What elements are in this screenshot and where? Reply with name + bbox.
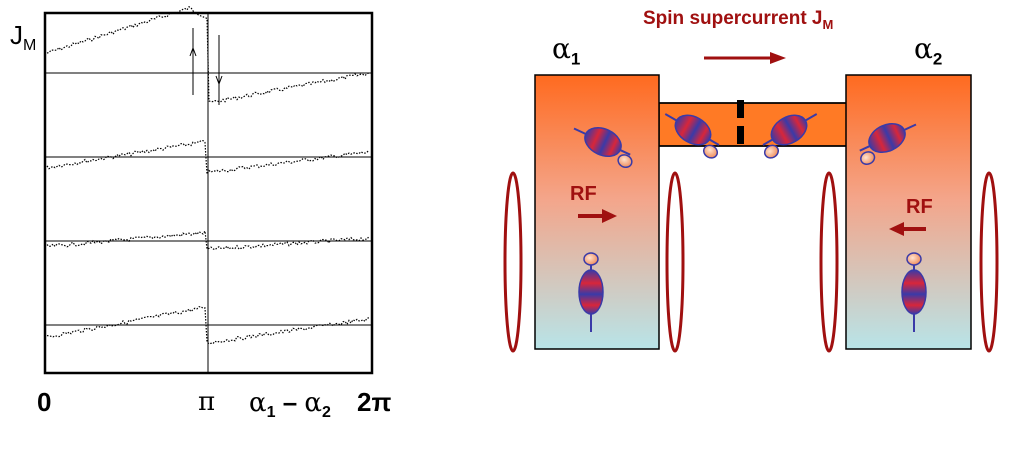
spin-left-pillar-bottom	[578, 252, 604, 332]
trace-1	[46, 6, 370, 103]
x-axis-label: α1 – α2	[249, 387, 331, 422]
rf-label-left: RF	[570, 183, 597, 205]
x-tick-pi: π	[198, 387, 216, 417]
rf-coil-right-inner	[819, 171, 839, 353]
weak-link-mark-top	[737, 100, 744, 118]
spin-right-pillar-top	[859, 122, 917, 165]
spin-right-pillar-bottom	[901, 252, 927, 332]
trace-3	[46, 229, 370, 251]
rf-coil-right-outer	[979, 171, 999, 353]
left-phase-label: α1	[552, 32, 581, 69]
hysteresis-arrow-up	[189, 46, 197, 57]
right-phase-label: α2	[914, 32, 943, 69]
rf-coil-left-outer	[503, 171, 523, 353]
spin-left-pillar-top	[573, 126, 633, 169]
x-tick-2pi: 2π	[357, 387, 392, 417]
weak-link-mark-bottom	[737, 126, 744, 144]
trace-4	[46, 305, 370, 345]
rf-arrow-left-head	[602, 209, 617, 223]
plot-traces	[46, 6, 370, 345]
spin-channel-right	[762, 113, 818, 159]
rf-label-right: RF	[906, 196, 933, 218]
trace-2	[46, 139, 370, 177]
rf-arrow-right-head	[889, 222, 904, 236]
supercurrent-arrow-head	[770, 52, 786, 64]
spin-channel-left	[664, 113, 720, 159]
hysteresis-arrow-down	[215, 75, 223, 86]
supercurrent-title: Spin supercurrent JM	[643, 8, 834, 32]
y-axis-label: JM	[10, 20, 37, 55]
x-tick-zero: 0	[37, 387, 52, 417]
rf-coil-left-inner	[665, 171, 685, 353]
